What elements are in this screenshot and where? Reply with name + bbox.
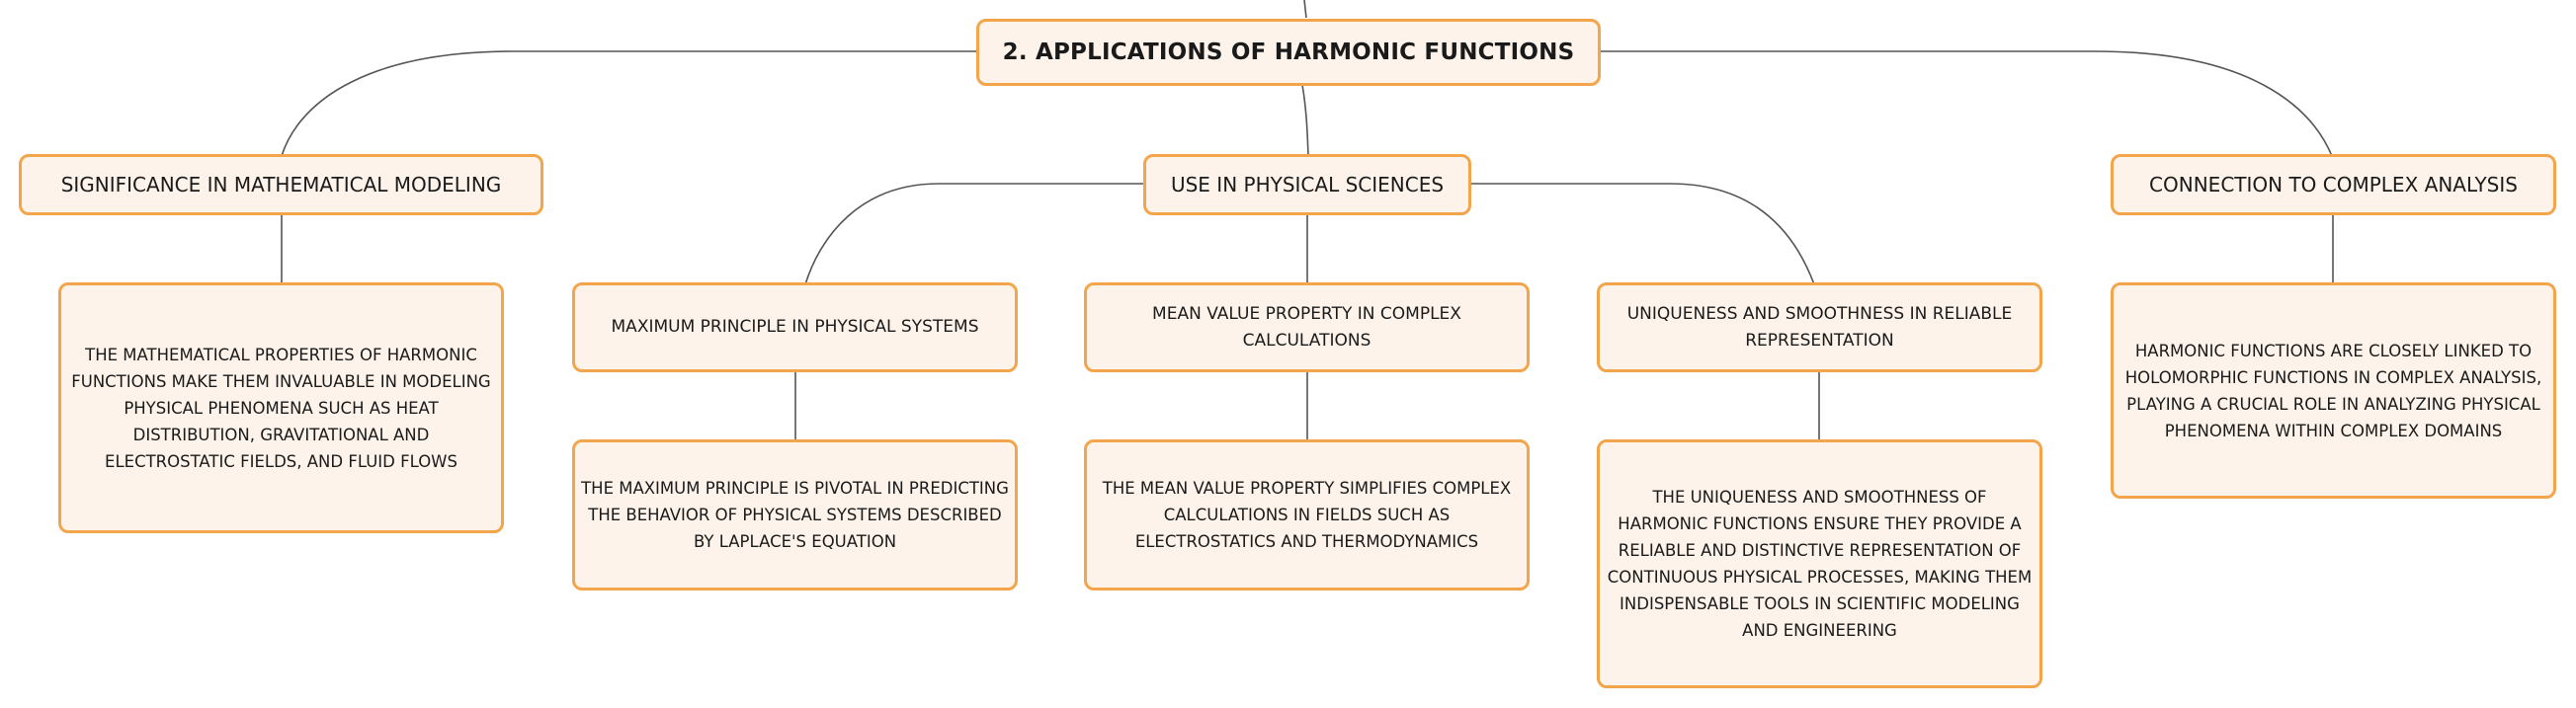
detail-complex-analysis[interactable]: HARMONIC FUNCTIONS ARE CLOSELY LINKED TO… <box>2111 282 2556 499</box>
branch-mathematical-modeling-label: SIGNIFICANCE IN MATHEMATICAL MODELING <box>60 173 502 197</box>
detail-uniqueness-smoothness[interactable]: THE UNIQUENESS AND SMOOTHNESS OF HARMONI… <box>1597 439 2042 688</box>
detail-maximum-principle-text: THE MAXIMUM PRINCIPLE IS PIVOTAL IN PRED… <box>581 479 1009 551</box>
detail-mathematical-modeling-text: THE MATHEMATICAL PROPERTIES OF HARMONIC … <box>71 345 491 471</box>
detail-mean-value-property-text: THE MEAN VALUE PROPERTY SIMPLIFIES COMPL… <box>1102 479 1512 551</box>
subtopic-mean-value-property[interactable]: MEAN VALUE PROPERTY IN COMPLEX CALCULATI… <box>1084 282 1530 372</box>
branch-mathematical-modeling[interactable]: SIGNIFICANCE IN MATHEMATICAL MODELING <box>19 154 543 215</box>
subtopic-mean-value-property-label: MEAN VALUE PROPERTY IN COMPLEX CALCULATI… <box>1152 303 1461 351</box>
detail-mean-value-property[interactable]: THE MEAN VALUE PROPERTY SIMPLIFIES COMPL… <box>1084 439 1530 590</box>
branch-complex-analysis-label: CONNECTION TO COMPLEX ANALYSIS <box>2149 173 2518 197</box>
subtopic-maximum-principle-label: MAXIMUM PRINCIPLE IN PHYSICAL SYSTEMS <box>611 317 979 337</box>
branch-physical-sciences[interactable]: USE IN PHYSICAL SCIENCES <box>1143 154 1471 215</box>
detail-maximum-principle[interactable]: THE MAXIMUM PRINCIPLE IS PIVOTAL IN PRED… <box>572 439 1018 590</box>
detail-uniqueness-smoothness-text: THE UNIQUENESS AND SMOOTHNESS OF HARMONI… <box>1607 488 2033 640</box>
connector-root-physical <box>1301 84 1309 157</box>
subtopic-uniqueness-smoothness-label: UNIQUENESS AND SMOOTHNESS IN RELIABLE RE… <box>1626 303 2013 351</box>
branch-physical-sciences-label: USE IN PHYSICAL SCIENCES <box>1170 173 1445 197</box>
branch-complex-analysis[interactable]: CONNECTION TO COMPLEX ANALYSIS <box>2111 154 2556 215</box>
detail-complex-analysis-text: HARMONIC FUNCTIONS ARE CLOSELY LINKED TO… <box>2124 341 2542 440</box>
connector-physical-uniqueness <box>1470 183 1815 285</box>
detail-mathematical-modeling[interactable]: THE MATHEMATICAL PROPERTIES OF HARMONIC … <box>58 282 504 533</box>
connector-root-complex <box>1601 50 2333 157</box>
connector-root-modeling <box>281 50 976 157</box>
root-topic[interactable]: 2. APPLICATIONS OF HARMONIC FUNCTIONS <box>976 19 1601 86</box>
subtopic-uniqueness-smoothness[interactable]: UNIQUENESS AND SMOOTHNESS IN RELIABLE RE… <box>1597 282 2042 372</box>
connector-incoming <box>1303 0 1307 19</box>
root-topic-label: 2. APPLICATIONS OF HARMONIC FUNCTIONS <box>1002 39 1575 65</box>
connector-physical-maximum <box>804 183 1143 285</box>
subtopic-maximum-principle[interactable]: MAXIMUM PRINCIPLE IN PHYSICAL SYSTEMS <box>572 282 1018 372</box>
